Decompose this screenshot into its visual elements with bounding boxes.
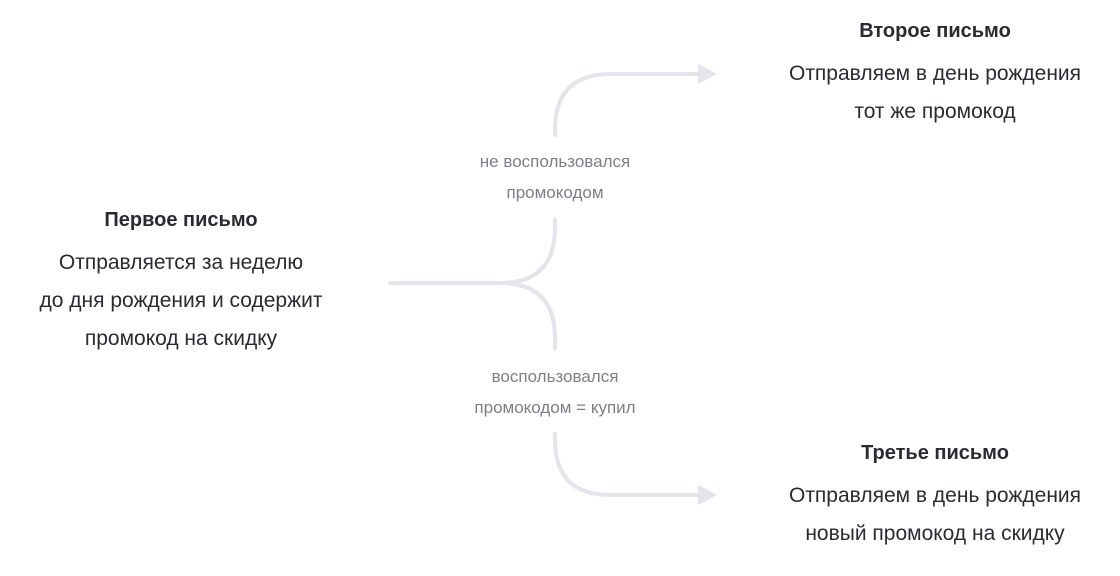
first-email-line: промокод на скидку [84,327,278,350]
arrow-right-icon [698,485,717,505]
connector-trunk [388,218,557,285]
second-email-line: тот же промокод [854,100,1016,123]
branch-label-line: промокодом = купил [474,398,636,417]
connector-lower [553,432,702,497]
first-email-line: до дня рождения и содержит [39,289,323,312]
branch-label-line: воспользовался [491,367,619,386]
branch-label-used: воспользовался промокодом = купил [405,361,705,423]
connector-upper [553,72,702,137]
first-email-title: Первое письмо [104,209,258,231]
second-email-title: Второе письмо [859,20,1011,42]
branch-label-line: промокодом [506,183,604,202]
branch-label-line: не воспользовался [479,152,631,171]
first-email-block: Первое письмо Отправляется за неделю до … [0,206,362,358]
arrow-right-icon [698,64,717,84]
third-email-block: Третье письмо Отправляем в день рождения… [740,439,1120,553]
third-email-line: новый промокод на скидку [805,522,1065,545]
second-email-line: Отправляем в день рождения [788,62,1082,85]
third-email-line: Отправляем в день рождения [788,484,1082,507]
branch-label-not-used: не воспользовался промокодом [405,146,705,208]
first-email-line: Отправляется за неделю [58,251,304,274]
third-email-title: Третье письмо [861,442,1009,464]
connector-lower-stub [498,281,557,350]
second-email-block: Второе письмо Отправляем в день рождения… [740,17,1120,131]
